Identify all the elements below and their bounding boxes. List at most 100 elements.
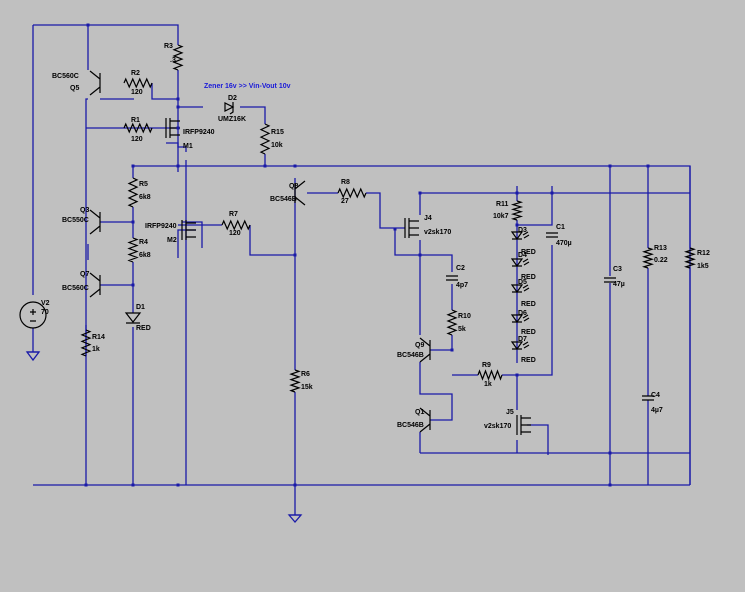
junction-4 (131, 164, 135, 168)
transistor-q7 (89, 272, 101, 298)
ground-symbol-v2 (25, 351, 41, 362)
label-22: R7 (229, 211, 238, 218)
wire-13 (133, 165, 691, 485)
junction-3 (176, 126, 180, 130)
label-4: R2 (131, 70, 140, 77)
label-17: BC550C (62, 217, 89, 224)
label-57: RED (521, 249, 536, 256)
label-62: D6 (518, 310, 527, 317)
junction-15 (84, 483, 88, 487)
components (19, 44, 697, 523)
label-31: RED (136, 325, 151, 332)
label-9: 120 (131, 136, 143, 143)
wire-33 (394, 229, 421, 256)
label-14: R5 (139, 181, 148, 188)
label-56: D3 (518, 227, 527, 234)
resistor-r4 (127, 237, 139, 263)
label-32: V2 (41, 300, 50, 307)
label-49: BC546B (397, 422, 424, 429)
label-24: Q8 (289, 183, 298, 190)
resistor-r11 (510, 200, 524, 221)
label-39: v2sk170 (424, 229, 451, 236)
label-71: 1k5 (697, 263, 709, 270)
junction-16 (131, 483, 135, 487)
junction-14 (131, 283, 135, 287)
label-3: Q5 (70, 85, 79, 92)
led-d1 (124, 312, 142, 324)
label-58: D4 (518, 252, 527, 259)
label-28: Q7 (80, 271, 89, 278)
junction-6 (263, 164, 267, 168)
jfet-j4 (404, 218, 419, 238)
wire-12 (166, 142, 187, 485)
transistor-q8 (294, 180, 306, 206)
mosfet-m2 (181, 220, 196, 240)
capacitor-c3 (604, 277, 616, 283)
wire-28 (249, 225, 295, 256)
wire-0 (33, 24, 179, 45)
label-43: 5k (458, 326, 466, 333)
wires (27, 24, 691, 516)
label-36: R6 (301, 371, 310, 378)
label-53: 10k7 (493, 213, 509, 220)
label-47: 1k (484, 381, 492, 388)
junction-2 (176, 105, 180, 109)
junction-7 (293, 164, 297, 168)
label-42: R10 (458, 313, 471, 320)
junction-11 (608, 164, 612, 168)
junction-24 (515, 223, 519, 227)
label-25: BC546B (270, 196, 297, 203)
resistor-r1 (123, 122, 153, 134)
label-20: IRFP9240 (145, 223, 177, 230)
label-26: R8 (341, 179, 350, 186)
wire-32 (419, 192, 690, 215)
wire-5 (85, 98, 88, 485)
capacitor-c2 (446, 275, 458, 281)
label-72: C4 (651, 392, 660, 399)
label-41: 4p7 (456, 282, 468, 289)
wire-45 (527, 424, 549, 455)
label-23: 120 (229, 230, 241, 237)
label-51: v2sk170 (484, 423, 511, 430)
resistor-r12 (683, 247, 697, 269)
transistor-q9 (419, 337, 431, 363)
wire-31 (307, 192, 405, 229)
label-1: .3 (170, 57, 176, 64)
wire-7 (151, 83, 178, 100)
resistor-r9 (477, 369, 503, 381)
label-61: RED (521, 301, 536, 308)
junction-20 (293, 253, 297, 257)
junction-9 (515, 191, 519, 195)
label-11: M1 (183, 143, 193, 150)
label-12: R15 (271, 129, 284, 136)
wire-42 (516, 186, 553, 376)
resistor-r5 (127, 177, 139, 208)
junction-1 (176, 97, 180, 101)
component-labels: R3.3BC560CQ5R2120D2UMZ16KR1120IRFP9240M1… (41, 43, 710, 430)
junction-21 (418, 253, 422, 257)
label-44: Q9 (415, 342, 424, 349)
zener-d2 (224, 102, 235, 115)
voltage-source-v2 (19, 301, 47, 329)
label-54: C1 (556, 224, 565, 231)
transistor-q3 (89, 209, 101, 235)
label-7: UMZ16K (218, 116, 246, 123)
label-64: D7 (518, 336, 527, 343)
resistor-r3 (172, 44, 184, 71)
label-16: Q3 (80, 207, 89, 214)
resistor-r2 (123, 77, 153, 89)
wire-10 (178, 106, 266, 124)
label-55: 470µ (556, 240, 572, 247)
label-19: 6k8 (139, 252, 151, 259)
junction-23 (515, 373, 519, 377)
led-d5 (510, 284, 530, 294)
led-d4 (510, 258, 530, 268)
label-68: R13 (654, 245, 667, 252)
ground-symbol-main (287, 514, 303, 523)
label-34: R14 (92, 334, 105, 341)
label-35: 1k (92, 346, 100, 353)
resistor-r15 (259, 123, 271, 155)
label-2: BC560C (52, 73, 79, 80)
junction-25 (608, 451, 612, 455)
